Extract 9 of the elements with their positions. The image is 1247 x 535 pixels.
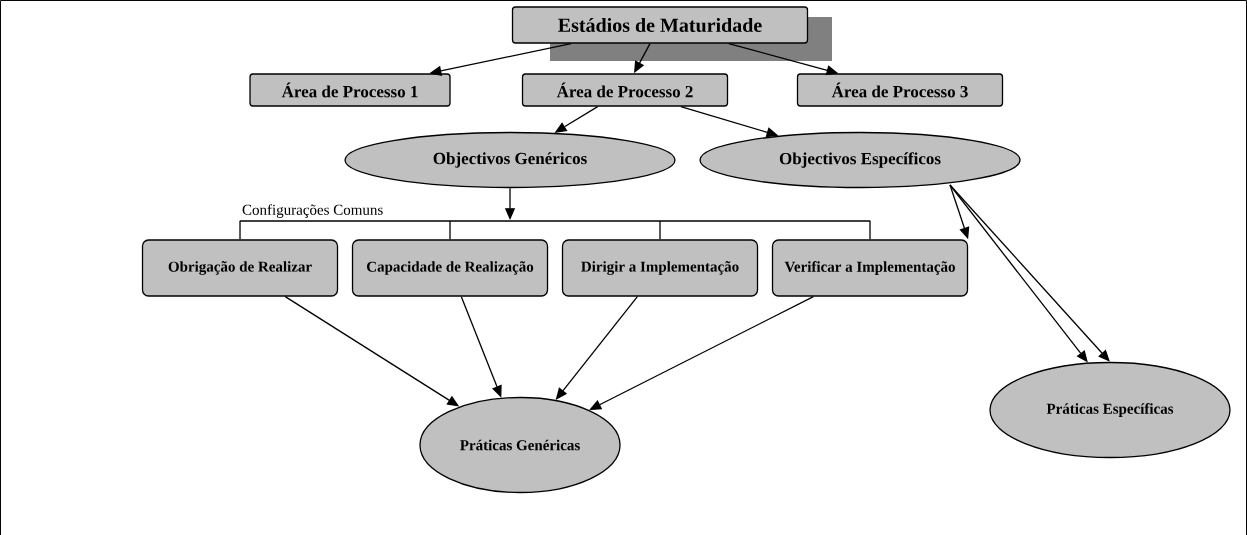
process-area-box: Área de Processo 2: [521, 73, 729, 107]
feature-box: Capacidade de Realização: [351, 239, 549, 297]
feature-box: Verificar a Implementação: [771, 239, 969, 297]
feature-box: Obrigação de Realizar: [141, 239, 339, 297]
bracket-heading: Configurações Comuns: [239, 204, 871, 222]
title-box: Estádios de Maturidade: [511, 6, 832, 61]
process-area-box: Área de Processo 1: [249, 73, 451, 107]
feature-box: Dirigir a Implementação: [561, 239, 759, 297]
process-area-box: Área de Processo 3: [796, 73, 1004, 107]
